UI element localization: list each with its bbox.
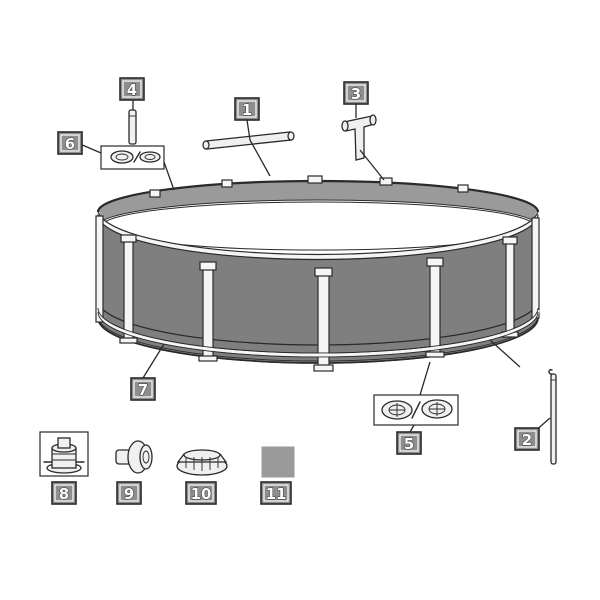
plunger-valve-icon [115,440,153,474]
vertical-leg-icon [128,109,137,145]
callout-7: 7 [130,377,156,401]
callout-9: 9 [116,481,142,505]
svg-text:4: 4 [127,81,137,99]
t-joint-icon [341,114,377,161]
repair-patch-icon [261,446,295,478]
svg-text:6: 6 [65,135,75,153]
filter-pump-icon [39,431,89,477]
callouts: 4 1 3 6 7 5 2 [51,77,540,505]
joint-belt-icon [100,145,165,170]
svg-text:9: 9 [124,485,134,503]
strainer-icon [176,449,228,476]
svg-text:5: 5 [404,435,414,453]
callout-11: 11 [260,481,292,505]
leader-lines [79,100,551,433]
leg-pin-icon [548,368,557,465]
callout-4: 4 [119,77,145,101]
callout-5: 5 [396,431,422,455]
svg-text:8: 8 [59,485,69,503]
callout-3: 3 [343,81,369,105]
top-rail-icon [202,131,295,150]
front-joints [120,234,518,277]
svg-text:7: 7 [138,381,148,399]
rear-joints [149,175,469,198]
leg-cap-icon [373,394,459,426]
svg-text:11: 11 [266,485,287,503]
svg-text:1: 1 [242,101,252,119]
callout-8: 8 [51,481,77,505]
callout-6: 6 [57,131,83,155]
callout-2: 2 [514,427,540,451]
svg-text:2: 2 [522,431,532,449]
svg-text:3: 3 [351,85,361,103]
pool [95,175,540,372]
svg-text:10: 10 [191,485,212,503]
leg-feet [119,331,519,372]
callout-1: 1 [234,97,260,121]
callout-10: 10 [185,481,217,505]
